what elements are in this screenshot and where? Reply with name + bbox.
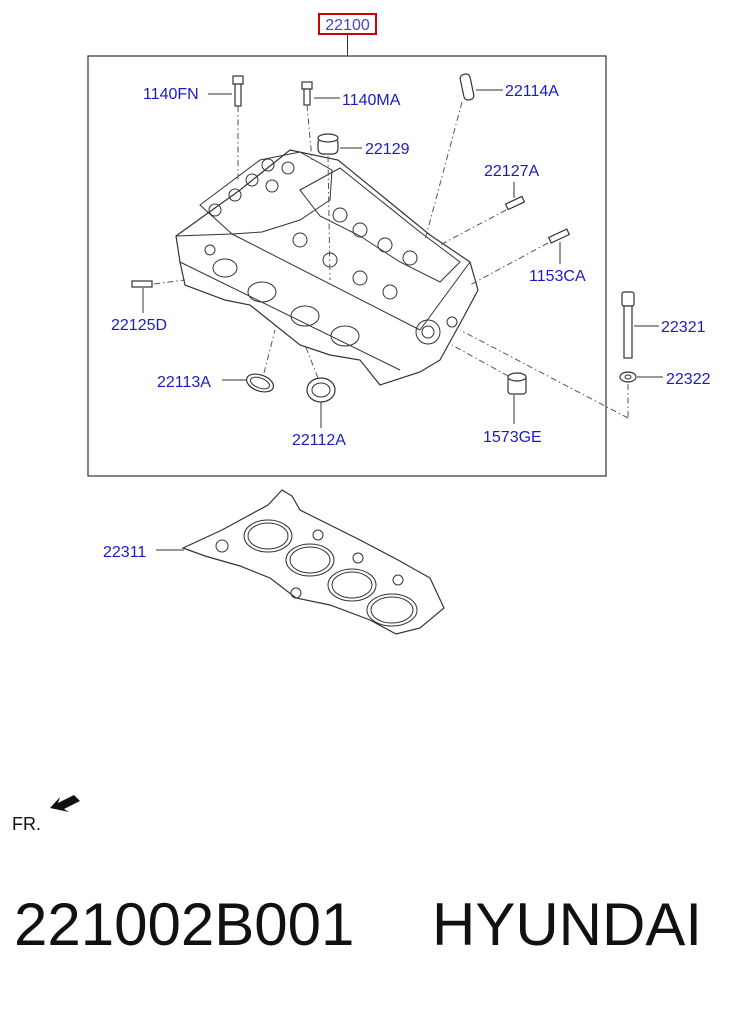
head-gasket-22311[interactable] — [181, 489, 445, 635]
label-1140FN[interactable]: 1140FN — [143, 86, 199, 103]
label-22113A[interactable]: 22113A — [157, 374, 211, 391]
pin-22114A[interactable] — [424, 73, 475, 241]
label-1153CA[interactable]: 1153CA — [529, 268, 586, 285]
ring-22113A[interactable] — [244, 329, 276, 395]
bolt-1140FN[interactable] — [232, 75, 244, 180]
label-22322[interactable]: 22322 — [666, 371, 711, 388]
label-22129[interactable]: 22129 — [365, 141, 410, 158]
bolt-1140MA[interactable] — [301, 81, 313, 161]
label-22321[interactable]: 22321 — [661, 319, 706, 336]
plug-1573GE[interactable] — [451, 344, 527, 395]
label-22311[interactable]: 22311 — [103, 544, 146, 561]
label-1573GE[interactable]: 1573GE — [483, 429, 542, 446]
washer-22322[interactable] — [459, 329, 637, 419]
footer-brand: HYUNDAI — [432, 891, 703, 958]
label-22114A[interactable]: 22114A — [505, 83, 559, 100]
stud-1153CA[interactable] — [469, 228, 571, 286]
footer-part-number: 221002B001 — [14, 891, 355, 958]
assembly-frame — [87, 55, 607, 477]
label-22112A[interactable]: 22112A — [292, 432, 346, 449]
front-direction-label: FR. — [12, 814, 41, 834]
label-22125D[interactable]: 22125D — [111, 317, 167, 334]
bolt-22321[interactable] — [621, 291, 635, 359]
front-arrow-icon — [50, 795, 80, 812]
front-direction-indicator: FR. — [12, 795, 80, 834]
cylinder-head[interactable] — [175, 149, 479, 386]
stud-22125D[interactable] — [131, 279, 186, 288]
stud-22127A[interactable] — [439, 195, 526, 246]
label-1140MA[interactable]: 1140MA — [342, 92, 401, 109]
seal-22129[interactable] — [317, 133, 339, 281]
main-assembly-label[interactable]: 22100 — [325, 17, 370, 34]
label-22127A[interactable]: 22127A — [484, 163, 539, 180]
